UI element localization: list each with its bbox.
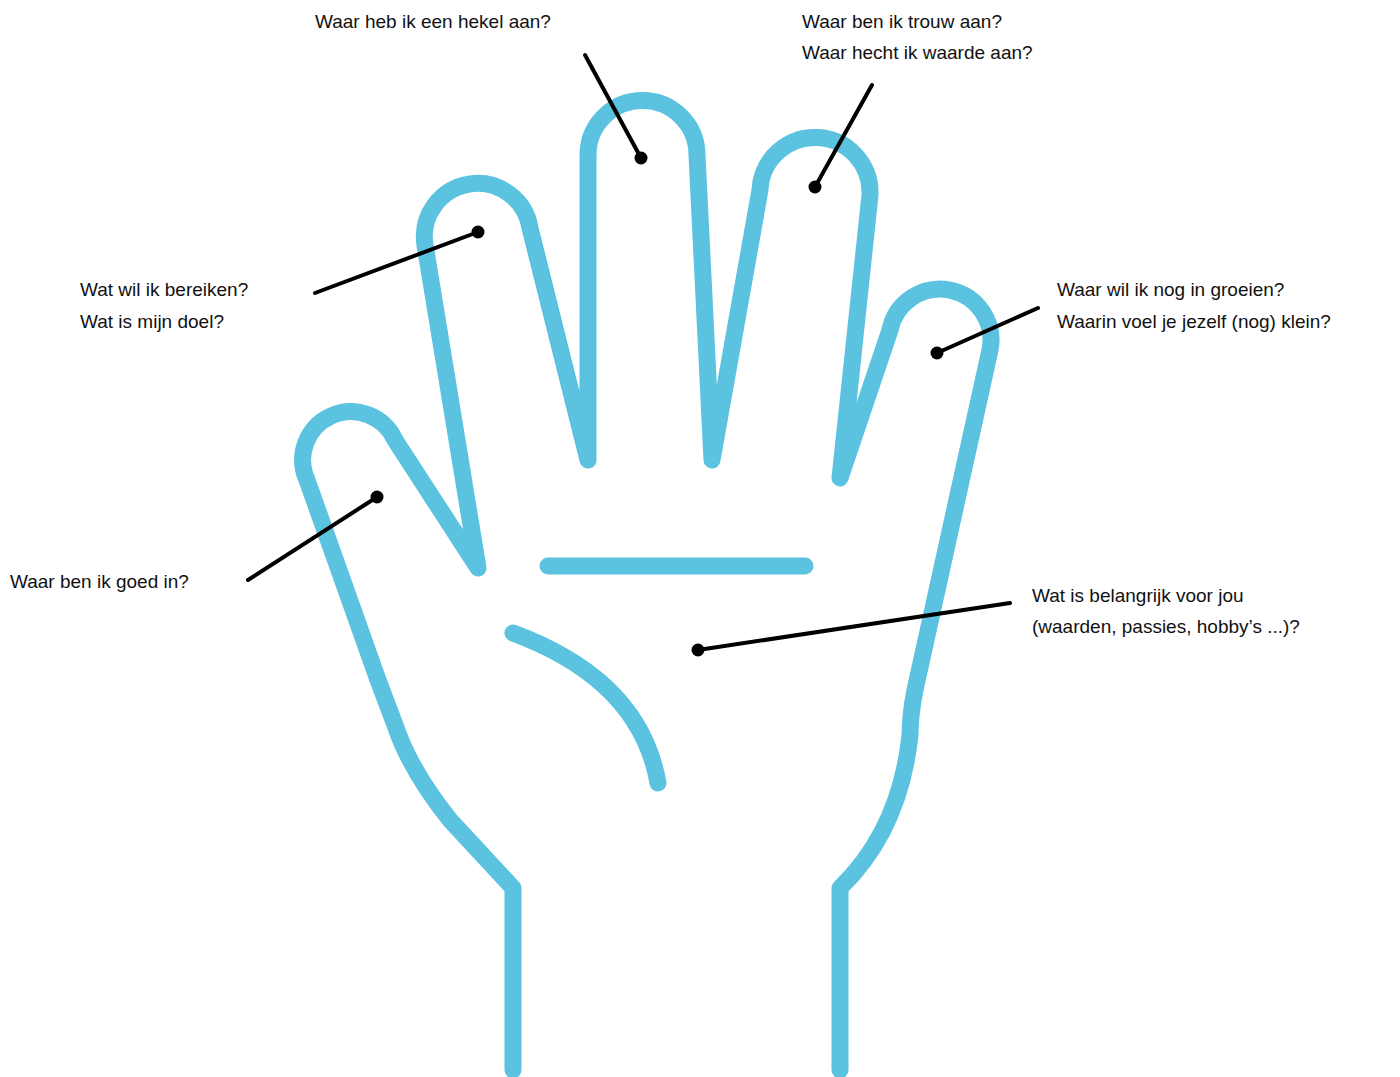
- callout-label: Wat is mijn doel?: [80, 310, 224, 334]
- leader-dot: [635, 152, 648, 165]
- callout-label: Waar heb ik een hekel aan?: [315, 10, 551, 34]
- callout-label: Waar hecht ik waarde aan?: [802, 41, 1033, 65]
- callout-label: (waarden, passies, hobby’s ...)?: [1032, 615, 1300, 639]
- leader-line: [698, 603, 1010, 650]
- leader-dot: [371, 491, 384, 504]
- leader-line: [937, 308, 1038, 353]
- palm-line: [548, 558, 805, 575]
- hand-outline: [303, 100, 991, 1070]
- callout-label: Waarin voel je jezelf (nog) klein?: [1057, 310, 1331, 334]
- leader-line: [815, 85, 872, 187]
- callout-label: Waar ben ik trouw aan?: [802, 10, 1002, 34]
- callout-label: Wat wil ik bereiken?: [80, 278, 248, 302]
- leader-line: [585, 55, 641, 158]
- callout-label: Wat is belangrijk voor jou: [1032, 584, 1244, 608]
- leader-line: [315, 232, 478, 293]
- callout-label: Waar ben ik goed in?: [10, 570, 189, 594]
- leader-line: [248, 497, 377, 580]
- callout-label: Waar wil ik nog in groeien?: [1057, 278, 1284, 302]
- leader-dots: [371, 152, 944, 657]
- leader-dot: [472, 226, 485, 239]
- leader-dot: [931, 347, 944, 360]
- leader-dot: [809, 181, 822, 194]
- leader-dot: [692, 644, 705, 657]
- leader-lines: [248, 55, 1038, 650]
- palm-crease: [513, 633, 658, 783]
